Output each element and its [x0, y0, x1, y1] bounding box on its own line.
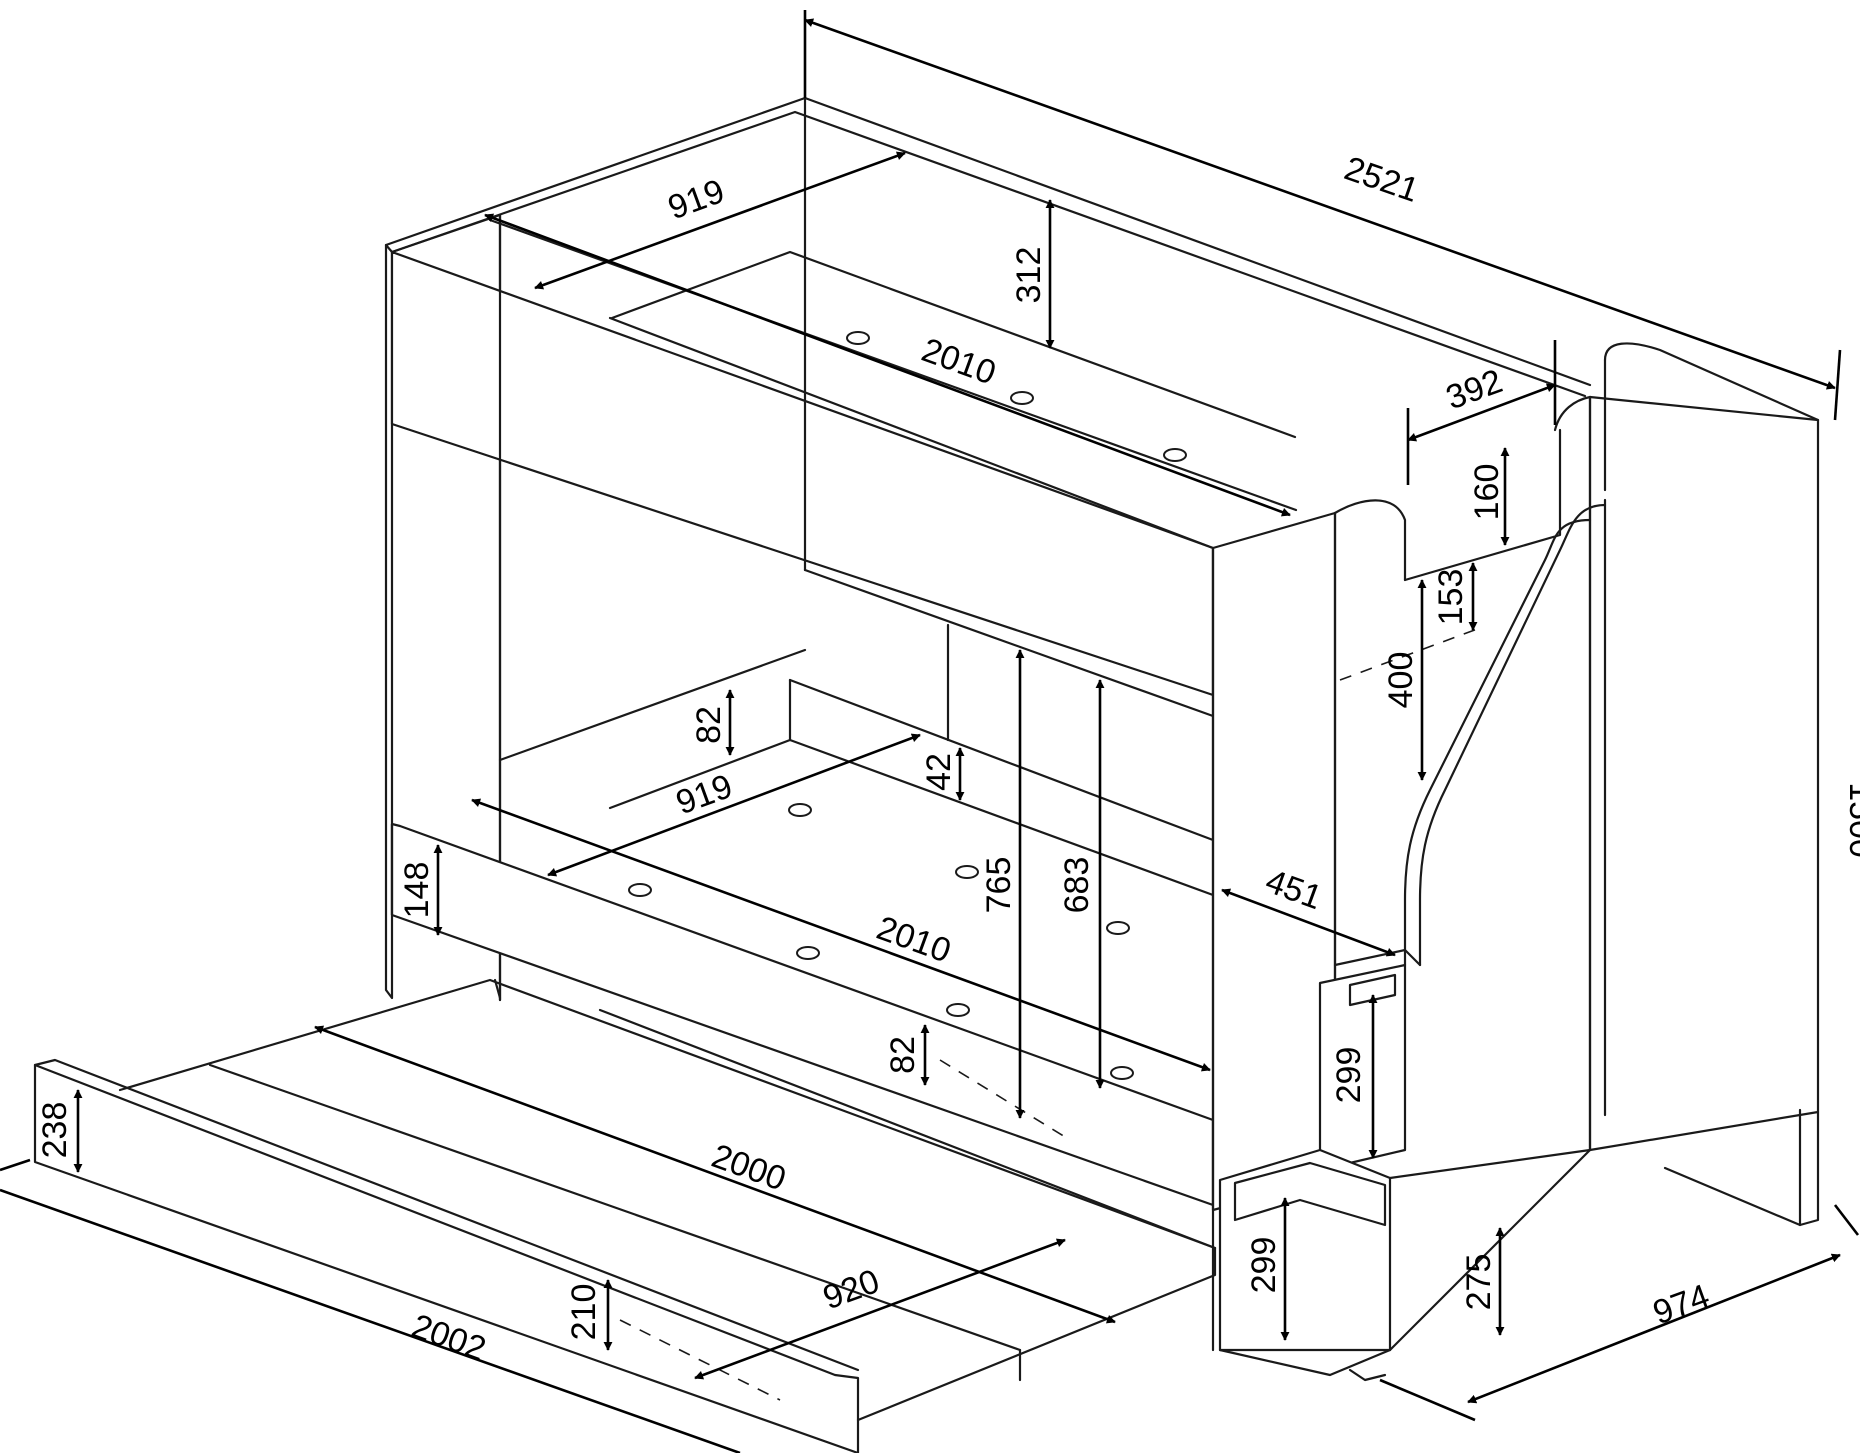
- dim-299-upper: 299: [1330, 1047, 1368, 1104]
- dim-2000: 2000: [707, 1137, 791, 1199]
- dim-148: 148: [398, 862, 436, 919]
- dim-42: 42: [920, 753, 958, 791]
- dim-974: 974: [1648, 1277, 1714, 1332]
- dim-238: 238: [36, 1102, 74, 1159]
- dim-765: 765: [980, 857, 1018, 914]
- dim-920: 920: [818, 1262, 884, 1317]
- dim-392: 392: [1441, 362, 1507, 417]
- dim-275: 275: [1460, 1254, 1498, 1311]
- dim-683: 683: [1058, 857, 1096, 914]
- dim-82-bottom: 82: [884, 1036, 922, 1074]
- dim-2521: 2521: [1340, 149, 1424, 210]
- dim-2010-upper: 2010: [917, 331, 1001, 393]
- dim-299-lower: 299: [1245, 1237, 1283, 1294]
- dim-919-lower: 919: [671, 767, 737, 822]
- dim-919-upper: 919: [663, 172, 729, 227]
- dim-1500-partial: 1500: [1842, 782, 1860, 858]
- dim-210: 210: [565, 1284, 603, 1341]
- dim-153: 153: [1432, 569, 1470, 626]
- dim-160: 160: [1468, 464, 1506, 521]
- dim-312: 312: [1010, 247, 1048, 304]
- dimension-lines: [0, 10, 1860, 1453]
- dim-82-top: 82: [690, 706, 728, 744]
- dim-400: 400: [1382, 652, 1420, 709]
- dimension-labels: 2521 919 2010 312 392 160 153 400 82 919…: [36, 149, 1860, 1368]
